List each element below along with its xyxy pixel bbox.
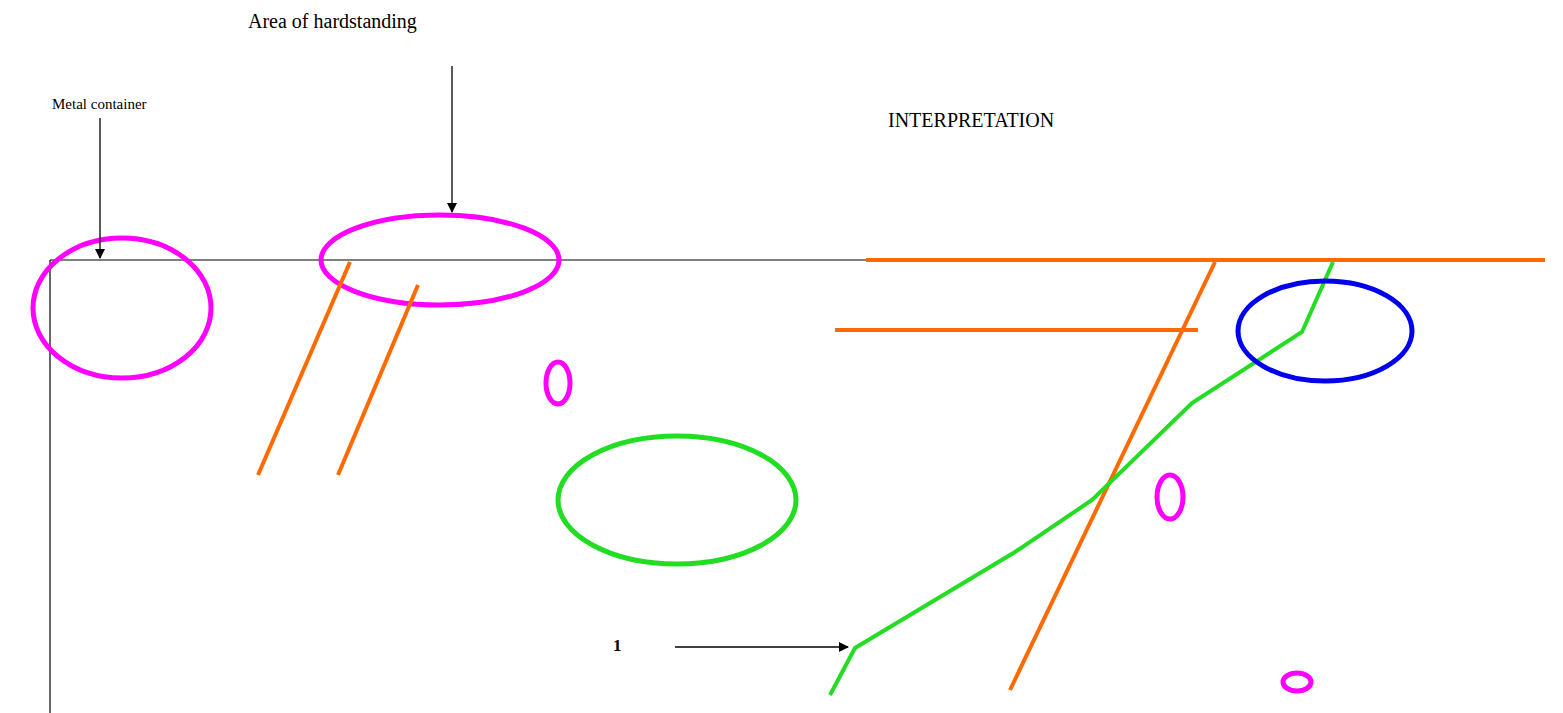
leader-arrows [100,66,848,647]
blue-anomaly [1238,281,1412,381]
plot-title: INTERPRETATION [888,109,1054,132]
callout-number: 1 [613,636,622,656]
linear-features [258,260,1545,690]
anomaly-ellipses [33,215,1311,691]
green-anomaly [558,436,796,564]
feature-label: Area of hardstanding [248,10,417,33]
green-trend [830,262,1333,695]
survey-frame [50,260,1545,713]
feature-label: Metal container [52,96,147,113]
